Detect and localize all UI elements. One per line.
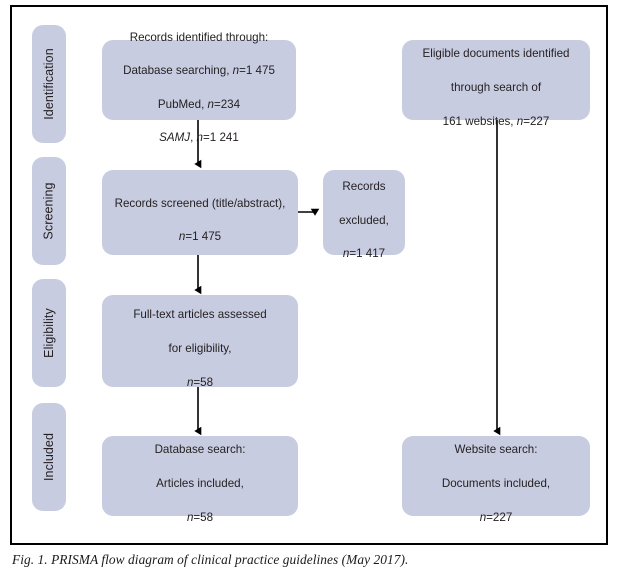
line-2: Documents included, [441,477,551,490]
figure-frame: Identification Screening Eligibility Inc… [10,5,608,545]
stage-label-eligibility-text: Eligibility [42,308,57,358]
line-1: Records [342,179,386,193]
line-2: n=1 475 [178,230,222,244]
line-1: Database search: [154,443,246,457]
line-2: for eligibility, [168,342,232,355]
node-website-included-text: Website search: Documents included, n=22… [442,426,550,527]
line-1: Full-text articles assessed [133,308,267,322]
line-2: Database searching, n=1 475 [123,64,275,78]
node-full-text-assessed-text: Full-text articles assessed for eligibil… [133,291,266,392]
stage-label-identification: Identification [32,25,66,143]
line-3: n=227 [479,510,513,524]
stage-label-screening: Screening [32,157,66,265]
line-3: n=1 417 [342,247,386,261]
line-3: 161 websites, n=227 [442,114,550,128]
line-3: PubMed, n=234 [157,97,241,111]
node-eligible-documents: Eligible documents identified through se… [402,40,590,128]
node-database-included: Database search: Articles included, n=58 [102,436,298,524]
line-1: Records identified through: [129,30,269,44]
node-records-excluded: Records excluded, n=1 417 [323,170,405,260]
line-3: n=58 [186,510,214,524]
line-2: through search of [450,81,542,94]
line-3: n=58 [186,375,214,389]
line-2: excluded, [339,213,389,227]
node-records-identified: Records identified through: Database sea… [102,31,296,144]
stage-label-included: Included [32,403,66,511]
line-1: Records screened (title/abstract), [114,196,286,210]
line-4: SAMJ, n=1 241 [159,131,239,145]
stage-label-identification-text: Identification [42,48,56,120]
stage-label-included-text: Included [42,432,56,482]
node-full-text-assessed: Full-text articles assessed for eligibil… [102,295,298,389]
figure-caption: Fig. 1. PRISMA flow diagram of clinical … [12,552,409,567]
node-database-included-text: Database search: Articles included, n=58 [155,426,246,527]
node-records-screened: Records screened (title/abstract), n=1 4… [102,170,298,255]
node-eligible-documents-text: Eligible documents identified through se… [423,30,570,131]
line-1: Eligible documents identified [422,47,570,61]
node-website-included: Website search: Documents included, n=22… [402,436,590,524]
line-1: Website search: [454,443,538,457]
node-records-excluded-text: Records excluded, n=1 417 [339,162,389,263]
stage-label-screening-text: Screening [42,182,56,240]
line-2: Articles included, [156,477,244,490]
node-records-identified-text: Records identified through: Database sea… [123,13,275,147]
stage-label-eligibility: Eligibility [32,279,66,387]
node-records-screened-text: Records screened (title/abstract), n=1 4… [115,179,286,246]
